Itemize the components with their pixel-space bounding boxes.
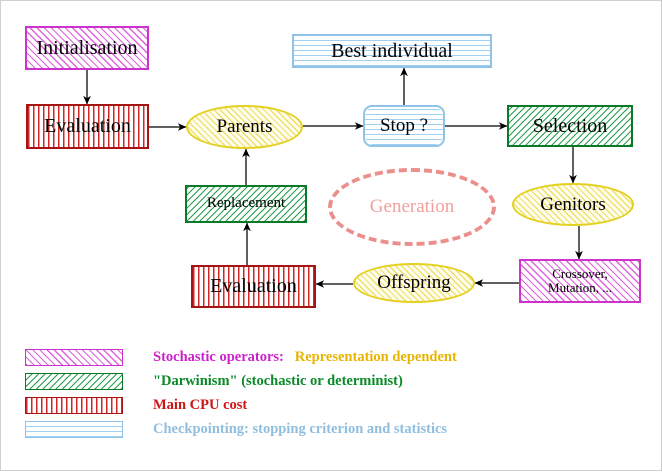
node-label-genitors: Genitors (540, 193, 606, 215)
legend-row: "Darwinism" (stochastic or determinist) (25, 370, 635, 393)
hatch-fill-magenta (27, 28, 147, 68)
node-crossover: Crossover, Mutation, ... (519, 259, 641, 303)
legend-row: Main CPU cost (25, 394, 635, 417)
legend-label-primary: Main CPU cost (153, 397, 248, 413)
legend-text: Stochastic operators: Representation dep… (153, 349, 457, 366)
node-genitors: Genitors (512, 183, 634, 226)
node-label-initialisation: Initialisation (36, 36, 138, 59)
hatch-fill (26, 398, 122, 413)
legend-swatch-green-diagonal-hatch (25, 373, 123, 390)
node-generation: Generation (328, 168, 496, 246)
node-best_individual: Best individual (292, 34, 492, 68)
node-evaluation_bot: Evaluation (191, 265, 316, 308)
hatch-fill (26, 374, 122, 389)
node-label-offspring: Offspring (377, 272, 451, 294)
node-label-replacement: Replacement (206, 195, 286, 212)
node-label-selection: Selection (532, 114, 608, 137)
legend-row: Checkpointing: stopping criterion and st… (25, 418, 635, 441)
node-initialisation: Initialisation (25, 26, 149, 70)
node-parents: Parents (186, 105, 303, 149)
node-offspring: Offspring (353, 263, 475, 303)
hatch-fill-red (28, 106, 147, 147)
hatch-fill (26, 422, 122, 437)
hatch-fill-yellow (188, 107, 301, 147)
hatch-fill-blue (365, 107, 443, 145)
legend-label-primary: "Darwinism" (stochastic or determinist) (153, 373, 403, 389)
legend: Stochastic operators: Representation dep… (25, 346, 635, 442)
node-label-stop: Stop ? (379, 115, 429, 137)
node-label-generation: Generation (369, 196, 455, 218)
legend-label-primary: Checkpointing: stopping criterion and st… (153, 421, 448, 437)
node-label-best_individual: Best individual (331, 39, 453, 62)
legend-label-secondary: Representation dependent (294, 349, 457, 365)
hatch-fill-red (193, 267, 314, 306)
hatch-fill-green (509, 107, 631, 145)
legend-text: "Darwinism" (stochastic or determinist) (153, 373, 403, 390)
hatch-fill-blue (294, 36, 490, 66)
legend-swatch-blue-horizontal-hatch (25, 421, 123, 438)
legend-swatch-magenta-diagonal-hatch (25, 349, 123, 366)
hatch-fill-magenta (521, 261, 639, 301)
hatch-fill (26, 350, 122, 365)
legend-swatch-red-vertical-hatch (25, 397, 123, 414)
node-evaluation_top: Evaluation (26, 104, 149, 149)
node-stop: Stop ? (363, 105, 445, 147)
legend-text: Checkpointing: stopping criterion and st… (153, 421, 447, 438)
legend-text: Main CPU cost (153, 397, 247, 414)
node-label-evaluation_bot: Evaluation (210, 275, 297, 297)
node-label-evaluation_top: Evaluation (44, 115, 131, 137)
node-label-parents: Parents (216, 116, 273, 138)
node-replacement: Replacement (185, 185, 307, 223)
hatch-fill-green (187, 187, 305, 221)
hatch-fill-yellow (514, 185, 632, 224)
legend-label-primary: Stochastic operators: (153, 349, 284, 365)
node-label-crossover: Crossover, Mutation, ... (548, 266, 612, 295)
legend-spacer (284, 349, 295, 365)
hatch-fill-yellow (355, 265, 473, 301)
legend-row: Stochastic operators: Representation dep… (25, 346, 635, 369)
node-selection: Selection (507, 105, 633, 147)
